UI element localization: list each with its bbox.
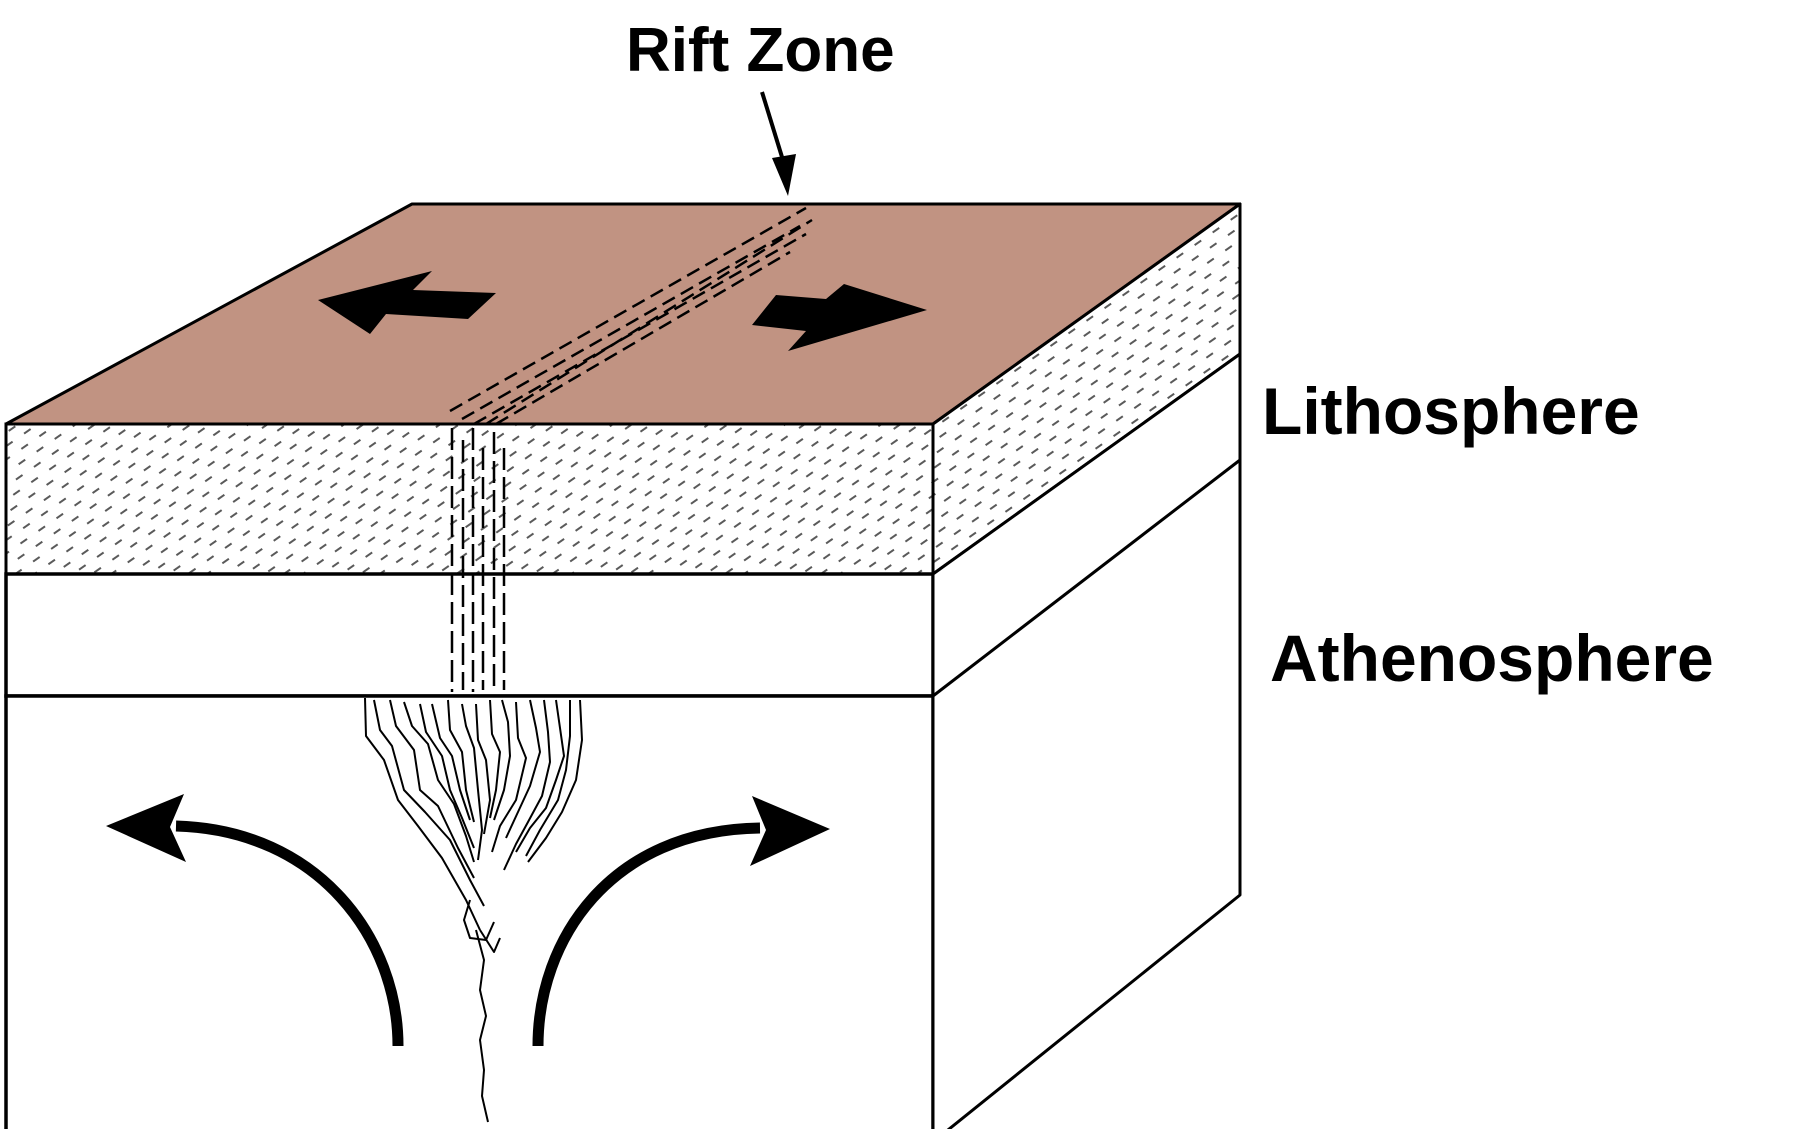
- asthenosphere-front: [4, 572, 935, 698]
- plate-motion-left-arrow: [318, 271, 496, 334]
- rift-zone-label: Rift Zone: [626, 16, 895, 85]
- asthenosphere-label: Athenosphere: [1270, 621, 1714, 695]
- rift-pointer-arrow: [772, 154, 796, 196]
- lithosphere-front: [4, 422, 935, 576]
- rift-dashes-vertical: [450, 428, 506, 692]
- convection-left-arrowhead: [106, 794, 186, 862]
- convection-left-arrow: [175, 820, 404, 1047]
- lower-front: [4, 694, 935, 1129]
- plate-motion-right-arrow: [752, 284, 927, 351]
- magma-conduits: [364, 697, 583, 1123]
- lithosphere-label: Lithosphere: [1262, 374, 1640, 448]
- rift-dashes-top: [449, 206, 813, 426]
- convection-right-arrowhead: [750, 796, 830, 866]
- block-side-lower: [931, 352, 1242, 1129]
- side-layer-boundary: [932, 458, 1241, 698]
- convection-right-arrow: [532, 822, 761, 1047]
